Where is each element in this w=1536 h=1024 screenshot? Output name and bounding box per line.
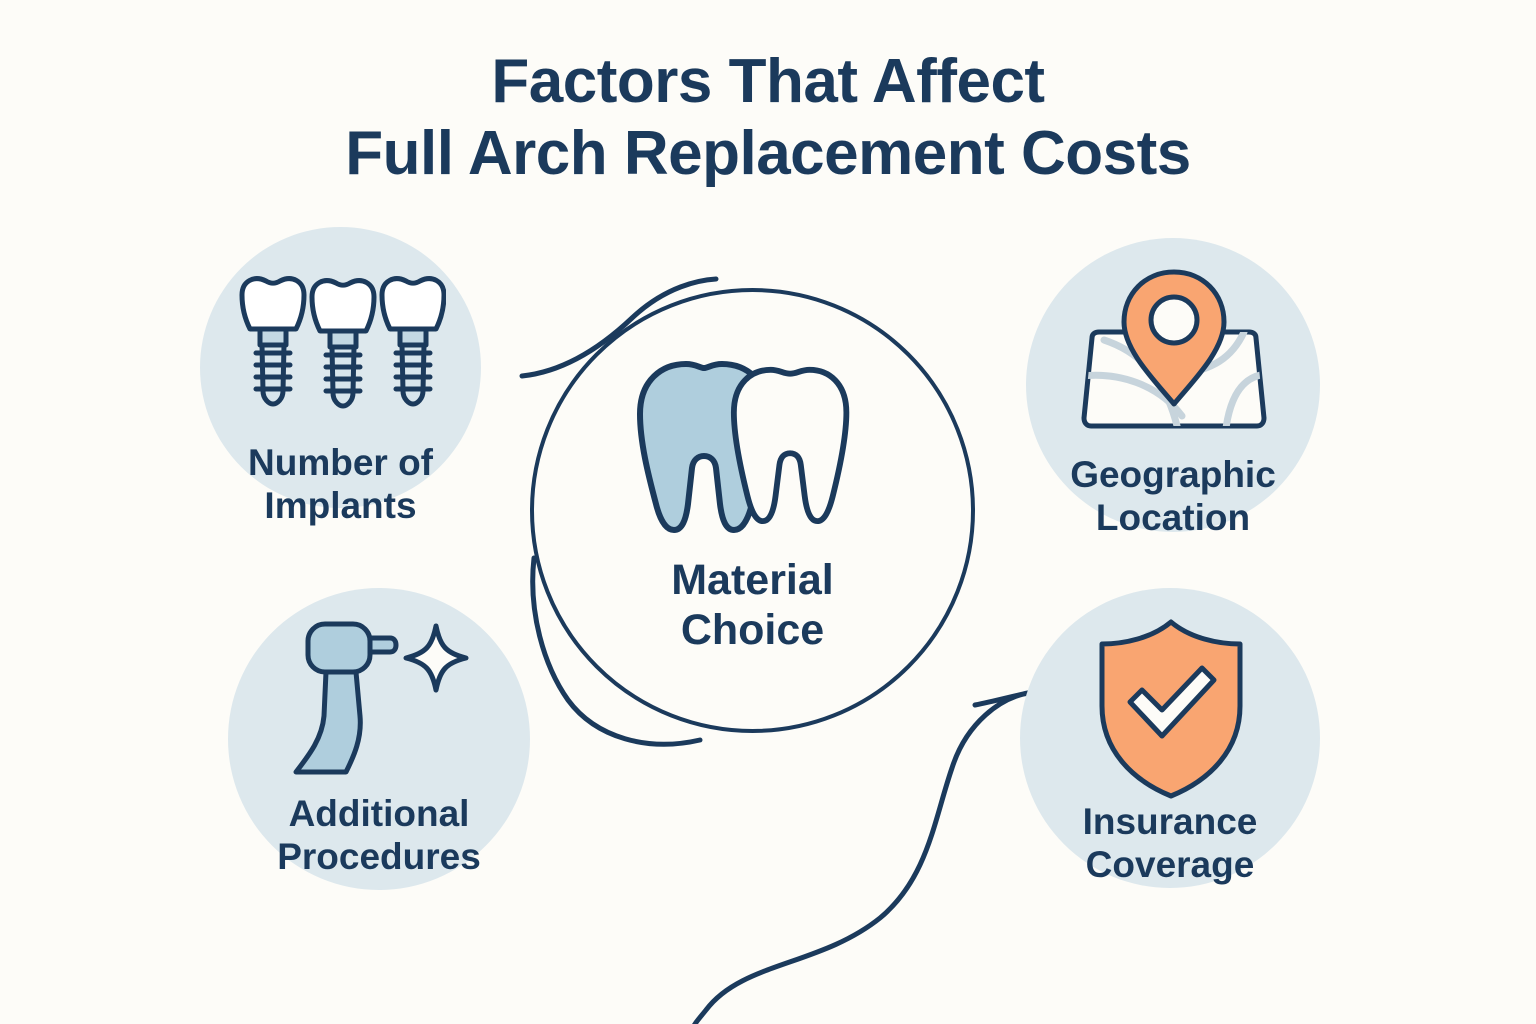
connector-top-left [519, 276, 719, 379]
factor-geographic-location[interactable]: Geographic Location [1026, 238, 1320, 538]
factor-number-of-implants[interactable]: Number of Implants [200, 227, 481, 526]
connector-bottom-left [530, 555, 703, 747]
factor-label: Insurance Coverage [1082, 801, 1258, 885]
factor-label: Number of Implants [248, 442, 433, 526]
hub-ring [530, 288, 975, 733]
shield-check-icon [1099, 619, 1243, 799]
center-hub-material-choice[interactable]: Material Choice [530, 288, 975, 733]
title-line-2: Full Arch Replacement Costs [345, 118, 1191, 188]
factor-label: Geographic Location [1070, 454, 1276, 538]
dental-implants-icon [239, 276, 446, 409]
factor-insurance-coverage[interactable]: Insurance Coverage [1020, 588, 1320, 888]
title-line-1: Factors That Affect [491, 47, 1045, 116]
two-teeth-icon [637, 361, 850, 533]
factor-additional-procedures[interactable]: Additional Procedures [228, 588, 530, 890]
map-pin-icon [1081, 269, 1267, 429]
dental-handpiece-icon [293, 621, 469, 775]
hub-label: Material Choice [671, 556, 834, 654]
factor-label: Additional Procedures [277, 793, 481, 877]
connector-bottom-right [692, 689, 1035, 1024]
page-title: Factors That Affect Full Arch Replacemen… [0, 46, 1536, 190]
